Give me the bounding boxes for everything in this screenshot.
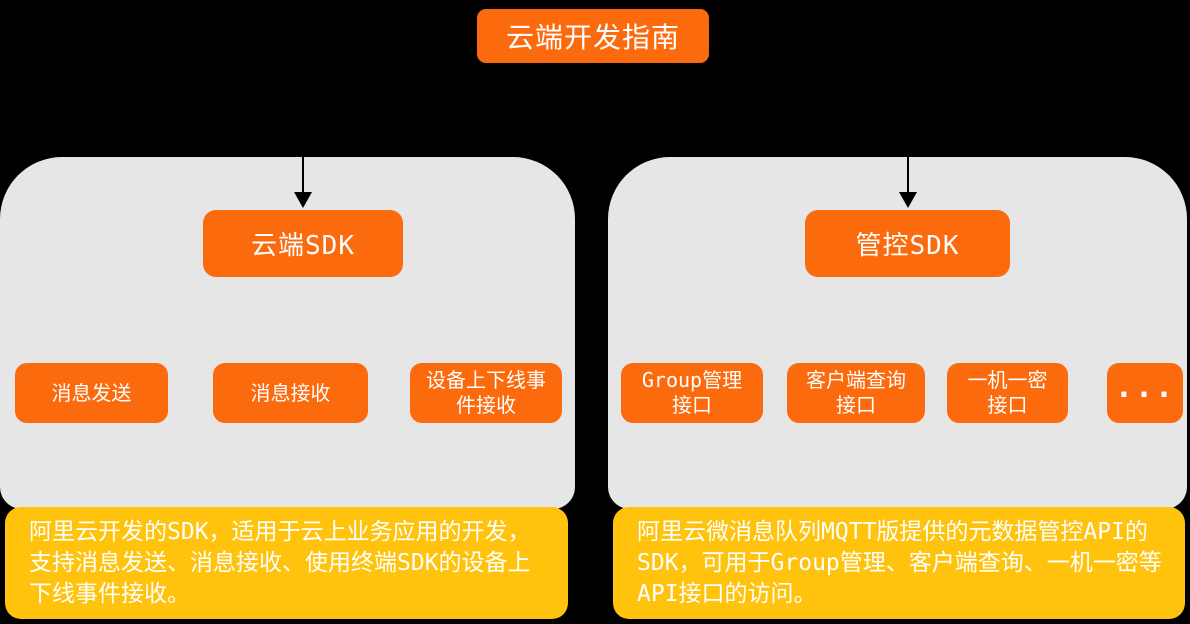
node-message-send-label: 消息发送 bbox=[51, 380, 132, 405]
arrow-line bbox=[302, 148, 304, 194]
node-group-management-api-label: Group管理 接口 bbox=[641, 368, 743, 417]
cloud-sdk-description-box: 阿里云开发的SDK，适用于云上业务应用的开发，支持消息发送、消息接收、使用终端S… bbox=[5, 507, 568, 619]
management-sdk-description: 阿里云微消息队列MQTT版提供的元数据管控API的SDK，可用于Group管理、… bbox=[637, 518, 1162, 607]
node-client-query-api-label: 客户端查询 接口 bbox=[806, 368, 906, 417]
node-more-ellipsis: ... bbox=[1107, 363, 1183, 423]
diagram-title: 云端开发指南 bbox=[477, 9, 709, 63]
ellipsis-icon: ... bbox=[1114, 370, 1176, 405]
node-client-query-api: 客户端查询 接口 bbox=[787, 363, 925, 423]
arrow-head-icon bbox=[294, 192, 312, 208]
arrow-head-icon bbox=[899, 192, 917, 208]
node-cloud-sdk-label: 云端SDK bbox=[251, 231, 355, 261]
node-unique-certificate-api: 一机一密 接口 bbox=[947, 363, 1068, 423]
management-sdk-description-box: 阿里云微消息队列MQTT版提供的元数据管控API的SDK，可用于Group管理、… bbox=[613, 507, 1185, 619]
node-unique-certificate-api-label: 一机一密 接口 bbox=[967, 368, 1048, 417]
node-message-receive: 消息接收 bbox=[213, 363, 368, 423]
node-device-online-offline-event: 设备上下线事 件接收 bbox=[410, 363, 562, 423]
diagram-title-label: 云端开发指南 bbox=[505, 21, 680, 54]
arrow-line bbox=[907, 148, 909, 194]
node-message-receive-label: 消息接收 bbox=[250, 380, 331, 405]
node-cloud-sdk: 云端SDK bbox=[203, 210, 403, 277]
node-message-send: 消息发送 bbox=[15, 363, 168, 423]
node-management-sdk-label: 管控SDK bbox=[855, 231, 960, 261]
node-device-online-offline-event-label: 设备上下线事 件接收 bbox=[426, 368, 546, 417]
cloud-sdk-description: 阿里云开发的SDK，适用于云上业务应用的开发，支持消息发送、消息接收、使用终端S… bbox=[29, 518, 531, 607]
node-group-management-api: Group管理 接口 bbox=[621, 363, 763, 423]
node-management-sdk: 管控SDK bbox=[805, 210, 1010, 277]
